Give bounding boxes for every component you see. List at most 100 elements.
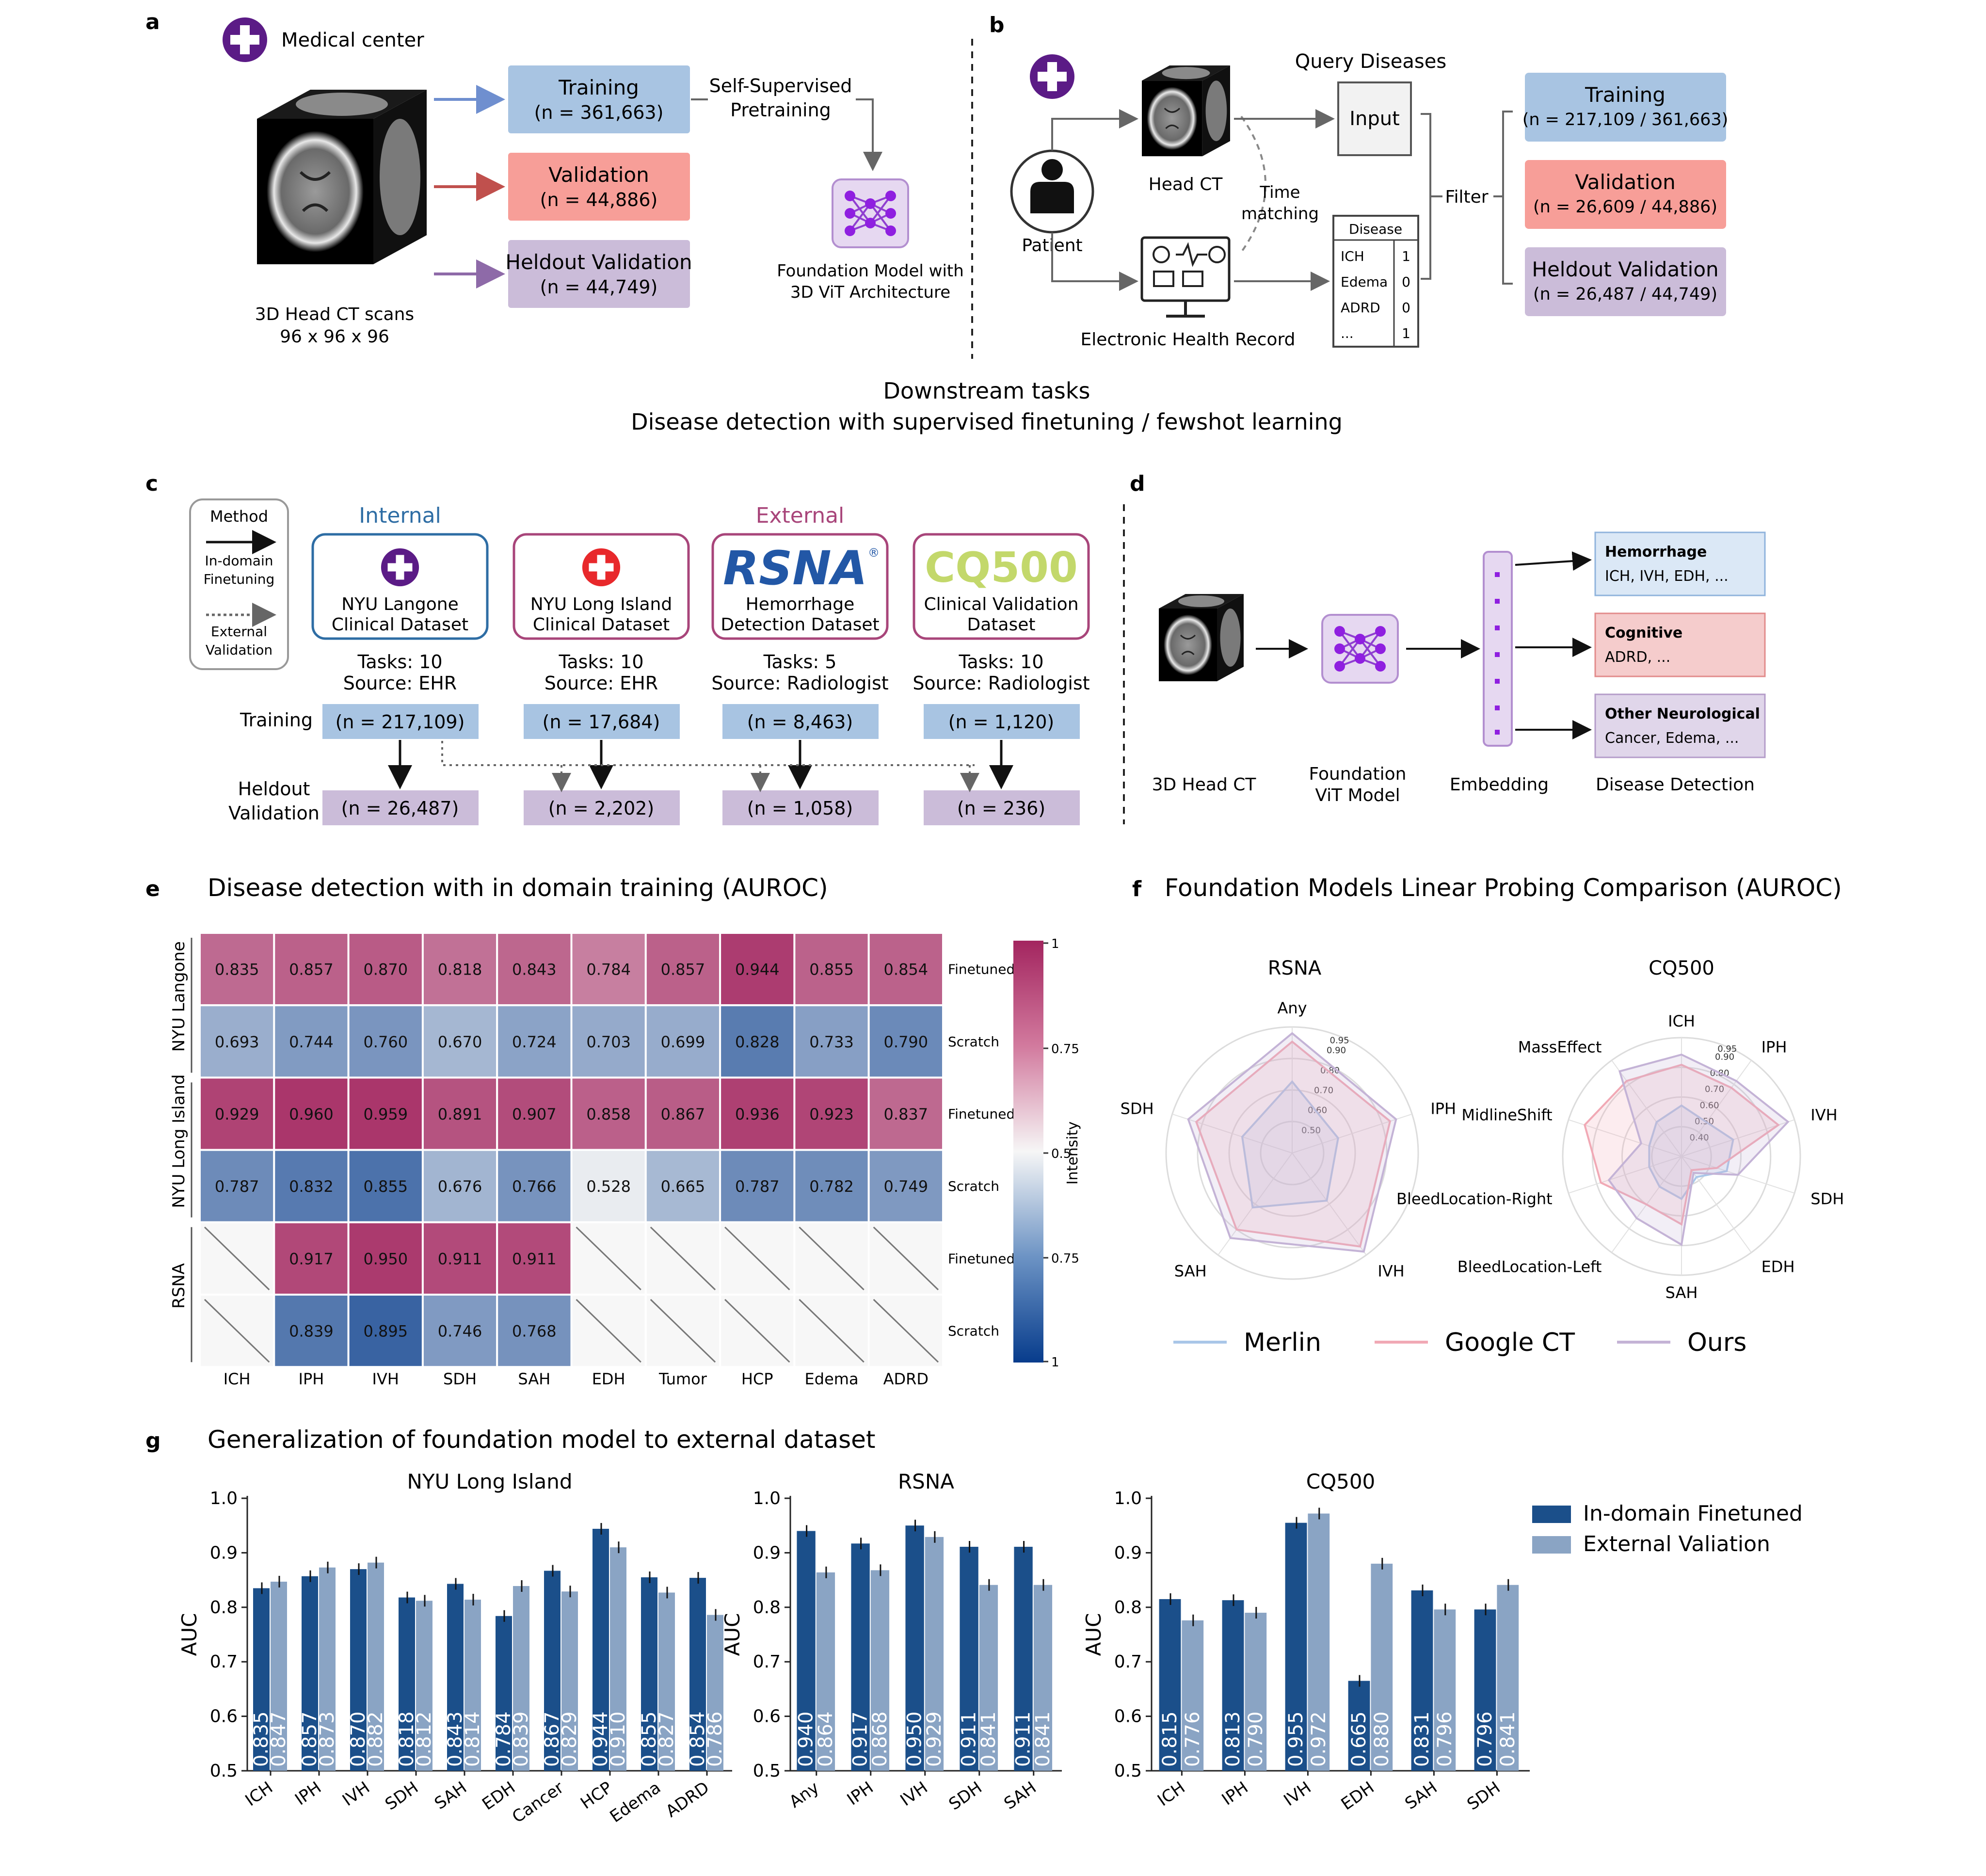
heatmap-cell: 0.787 (199, 1149, 275, 1223)
heatmap-value: 0.857 (289, 961, 334, 979)
bar-y-tick: 0.7 (1114, 1652, 1142, 1672)
heatmap-cell: 0.744 (273, 1004, 350, 1079)
red-cross-icon (582, 548, 621, 587)
heatmap-cell: 0.950 (347, 1221, 424, 1296)
bar-value-label: 0.972 (1308, 1711, 1330, 1767)
heatmap-cell: 0.784 (570, 932, 647, 1007)
heldout-row-label-1: Heldout (238, 778, 310, 800)
bar-value-label: 0.790 (1245, 1711, 1267, 1767)
heatmap-value: 0.936 (735, 1105, 780, 1123)
bar-value-label: 0.855 (638, 1711, 660, 1767)
heatmap-value: 0.693 (215, 1033, 259, 1051)
heatmap-cell: 0.676 (421, 1149, 498, 1223)
scan-label-line2: 96 x 96 x 96 (280, 327, 389, 347)
bar-external: 0.786 (704, 1609, 726, 1771)
bar-indomain: 0.950 (904, 1520, 926, 1771)
heatmap-value: 0.950 (363, 1250, 408, 1268)
bar-external: 0.790 (1245, 1607, 1267, 1771)
radar-axis-label: SDH (1810, 1190, 1844, 1208)
heatmap-cell: 0.907 (496, 1076, 573, 1151)
dataset-name-2: Detection Dataset (721, 615, 879, 635)
bar-indomain: 0.917 (849, 1538, 872, 1771)
bar-section-title: Generalization of foundation model to ex… (208, 1426, 876, 1454)
heatmap-cell: 0.766 (496, 1149, 573, 1223)
heatmap-cell: 0.787 (719, 1149, 796, 1223)
d-label-ct: 3D Head CT (1152, 775, 1257, 795)
bar-value-label: 0.929 (923, 1711, 945, 1767)
dataset-source: Source: Radiologist (913, 673, 1089, 694)
training-row-label: Training (240, 709, 313, 731)
ssl-label-line1: Self-Supervised (709, 75, 852, 96)
heatmap-column-label: SDH (443, 1370, 477, 1388)
bar-y-tick: 0.8 (753, 1598, 781, 1618)
panel-label-d: d (1130, 471, 1145, 496)
panel-label-f: f (1132, 877, 1142, 901)
heatmap-cell: 0.828 (719, 1004, 796, 1079)
bar-indomain: 0.940 (795, 1525, 817, 1771)
heatmap-value: 0.782 (809, 1177, 854, 1196)
heatmap-column-label: Edema (805, 1370, 859, 1388)
radar-series-Merlin (1241, 1080, 1339, 1209)
colorbar-label: Intensity (1064, 1122, 1081, 1185)
bar-y-label: AUC (177, 1613, 201, 1656)
heatmap-value: 0.839 (289, 1322, 334, 1341)
svg-text:Validation: Validation (206, 642, 272, 658)
bar-value-label: 0.829 (559, 1711, 581, 1767)
heatmap-value: 0.744 (289, 1033, 334, 1051)
bar-value-label: 0.784 (493, 1711, 515, 1767)
model-label-line2: 3D ViT Architecture (790, 283, 950, 302)
bar-value-label: 0.867 (541, 1711, 563, 1767)
legend-label-indomain: In-domain Finetuned (1583, 1501, 1803, 1526)
bar-value-label: 0.911 (958, 1711, 980, 1767)
neural-network-icon (832, 178, 909, 248)
bar-y-tick: 1.0 (753, 1489, 781, 1508)
radar-axis-label: BleedLocation-Right (1396, 1190, 1553, 1208)
heatmap-value: 0.528 (586, 1177, 631, 1196)
medical-cross-icon-b (1030, 54, 1074, 99)
bar-y-label: AUC (721, 1613, 744, 1656)
input-box (1337, 81, 1412, 156)
svg-text:Method: Method (210, 507, 268, 526)
bar-indomain: 0.831 (1411, 1584, 1433, 1771)
heatmap-row-label: Scratch (948, 1034, 999, 1050)
split-title: Training (1585, 83, 1666, 107)
bar-external: 0.839 (510, 1580, 532, 1771)
bar-external: 0.829 (559, 1586, 581, 1771)
heatmap-cell: 0.959 (347, 1076, 424, 1151)
bar-value-label: 0.839 (510, 1711, 532, 1767)
radar-axis-label: SAH (1174, 1262, 1207, 1281)
bar-x-tick: IVH (339, 1778, 373, 1811)
heatmap-cell: 0.703 (570, 1004, 647, 1079)
d-label-embedding: Embedding (1450, 775, 1549, 795)
bar-value-label: 0.944 (590, 1711, 612, 1767)
heatmap-value: 0.787 (215, 1177, 259, 1196)
heatmap-value: 0.891 (438, 1105, 482, 1123)
dataset-tasks: Tasks: 10 (357, 651, 442, 673)
bar-value-label: 0.864 (815, 1711, 837, 1767)
medical-cross-icon (223, 17, 267, 62)
bar-value-label: 0.911 (1012, 1711, 1035, 1767)
bar-value-label: 0.796 (1474, 1711, 1496, 1767)
disease-output-sub: Cancer, Edema, ... (1605, 730, 1739, 747)
bar-indomain: 0.911 (1012, 1541, 1035, 1771)
bar-value-label: 0.880 (1371, 1711, 1393, 1767)
rsna-logo-reg: ® (868, 546, 880, 560)
bar-external: 0.880 (1371, 1557, 1393, 1771)
heatmap-cell: 0.835 (199, 932, 275, 1007)
radar-axis-label: MidlineShift (1461, 1106, 1552, 1124)
bar-charts: NYU Long Island0.50.60.70.80.91.0AUC0.83… (177, 1470, 1530, 1827)
bar-value-label: 0.665 (1348, 1711, 1370, 1767)
bar-chart-0: NYU Long Island0.50.60.70.80.91.0AUC0.83… (177, 1470, 732, 1827)
bar-x-tick: ICH (242, 1778, 277, 1811)
bar-value-label: 0.812 (413, 1711, 435, 1767)
heatmap-row-label: Scratch (948, 1178, 999, 1194)
radar-ring-label: 0.70 (1705, 1084, 1724, 1094)
disease-table-header: Disease (1349, 221, 1402, 237)
